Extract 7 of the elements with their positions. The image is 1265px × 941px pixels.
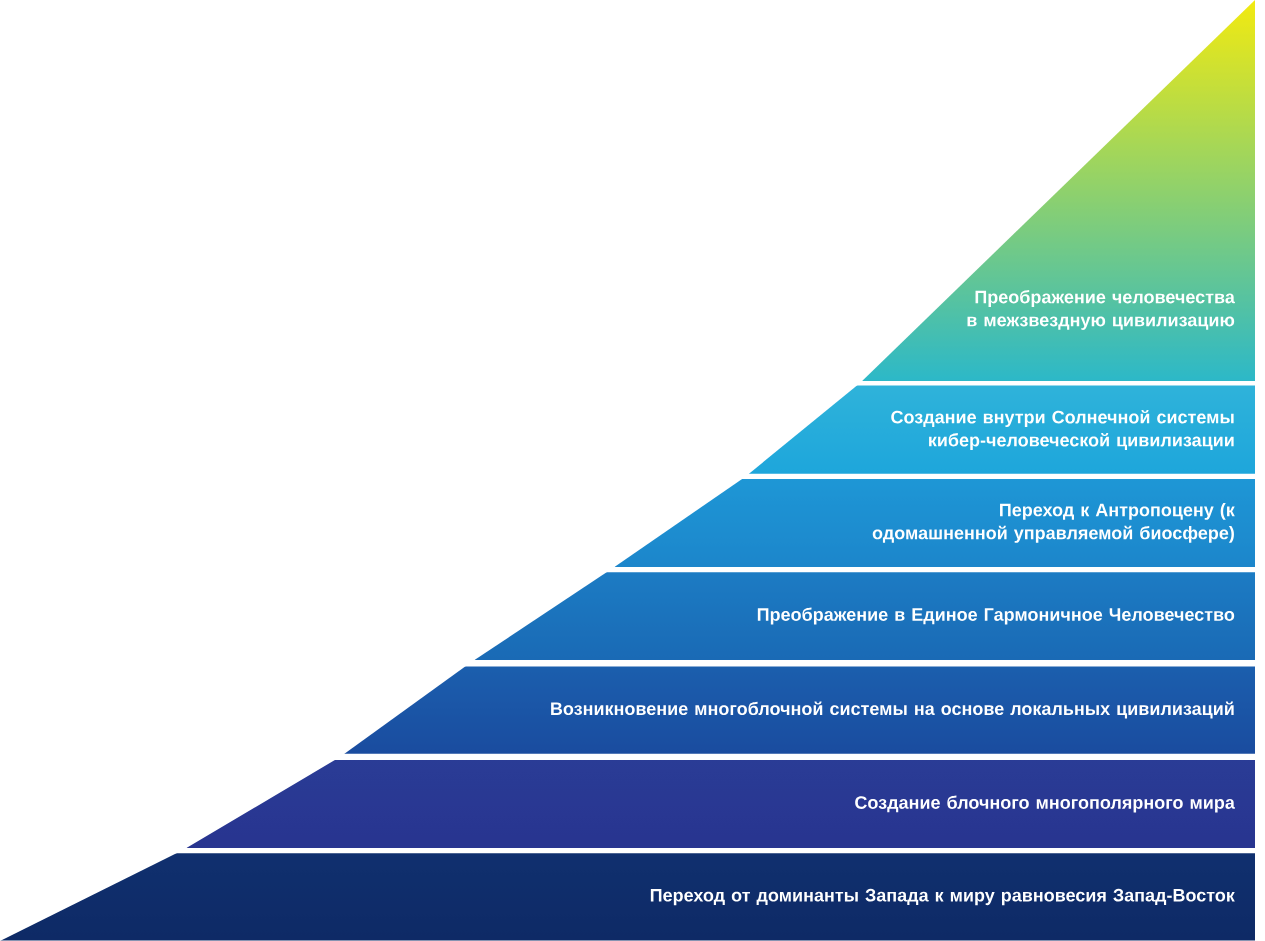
pyramid-step: Преображение в Единое Гармоничное Человечество — [757, 607, 1235, 625]
pyramid-step: Переход к Антропоцену (к одомашненной управляемой биосфере) — [872, 503, 1235, 543]
pyramid-step: Переход от доминанты Запада к миру равновесия Запад-Восток — [650, 888, 1235, 906]
pyramid-step: Преображение человечества в межзвездную цивилизацию — [967, 290, 1235, 330]
pyramid-step: Создание блочного многополярного мира — [855, 795, 1235, 813]
pyramid-step: Создание внутри Солнечной системы кибер-человеческой цивилизации — [891, 409, 1234, 451]
pyramid-step: Возникновение многоблочной системы на основе локальных цивилизаций — [551, 701, 1234, 719]
